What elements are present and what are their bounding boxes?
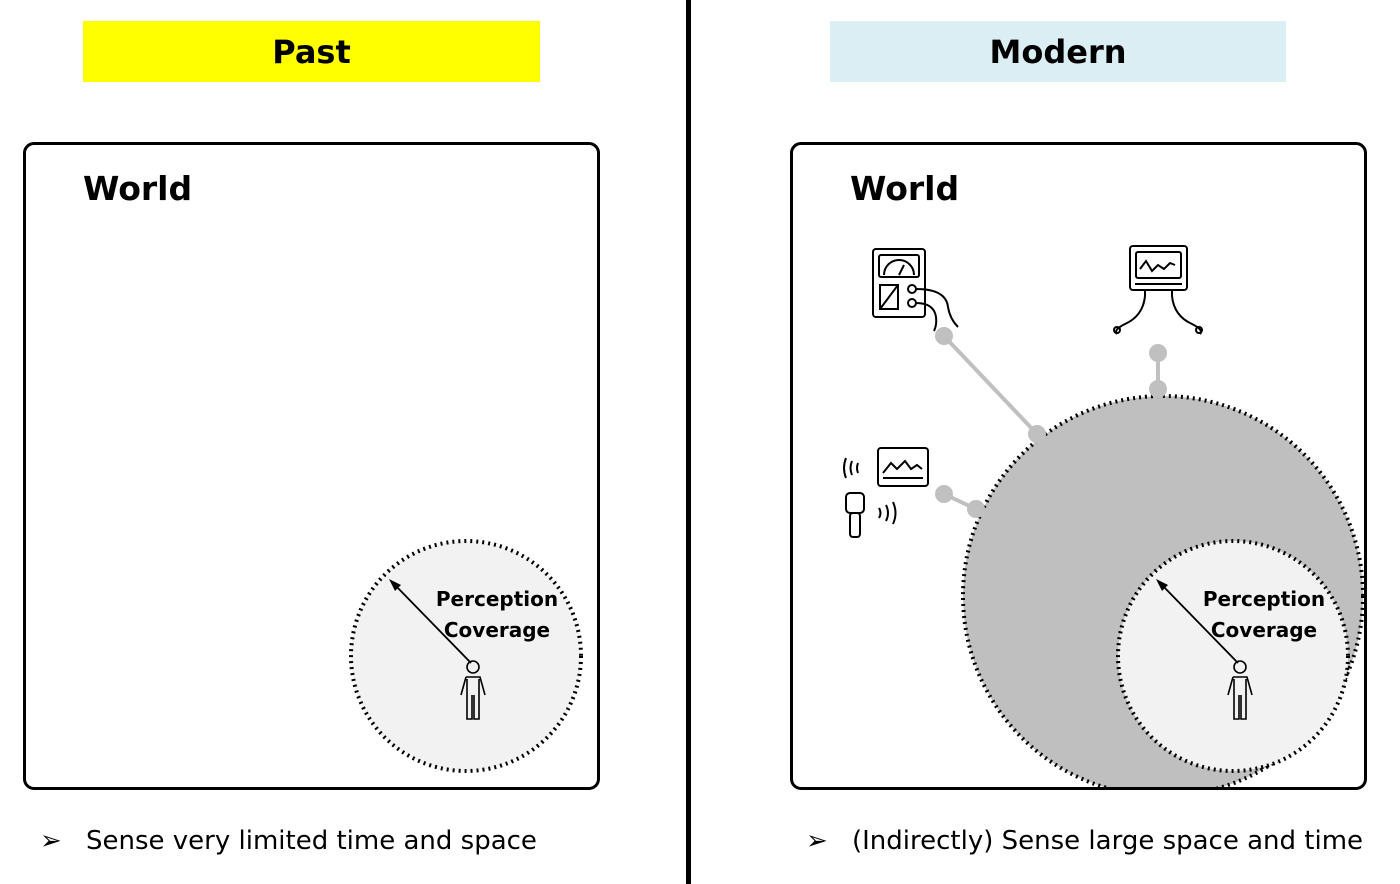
past-coverage-circle (349, 539, 583, 773)
past-banner-label: Past (272, 32, 351, 71)
past-banner: Past (83, 21, 540, 82)
panel-divider (686, 0, 691, 884)
modern-coverage-label-line1: Perception (1203, 587, 1325, 611)
sensor-connectors (935, 327, 1167, 518)
modern-world-title: World (850, 169, 960, 208)
modern-coverage-label-line2: Coverage (1211, 618, 1317, 642)
modern-world-box: Perception Coverage (790, 142, 1367, 790)
modern-bullet: ➢ (Indirectly) Sense large space and tim… (806, 826, 1363, 856)
past-arrow-head (389, 579, 401, 591)
modern-world-diagram: Perception Coverage (843, 245, 1364, 787)
modern-bullet-text: (Indirectly) Sense large space and time (852, 826, 1364, 856)
person-icon (460, 660, 486, 720)
modern-coverage-circle (1116, 539, 1350, 773)
past-world-box: Perception Coverage World (23, 142, 600, 790)
past-world-diagram: Perception Coverage (349, 539, 583, 773)
modern-arrow-head (1156, 579, 1168, 591)
past-coverage-radius-arrow (394, 584, 472, 664)
wireless-sensor-icon (843, 447, 929, 538)
past-world-title: World (83, 169, 193, 208)
multimeter-icon (872, 248, 959, 332)
bullet-arrow-icon: ➢ (806, 826, 828, 856)
oscilloscope-icon (1113, 245, 1203, 335)
bullet-arrow-icon: ➢ (40, 826, 62, 856)
past-bullet: ➢ Sense very limited time and space (40, 826, 537, 856)
modern-coverage-radius-arrow (1161, 584, 1239, 664)
past-coverage-label-line2: Coverage (444, 618, 550, 642)
modern-banner-label: Modern (989, 32, 1127, 71)
modern-banner: Modern (830, 21, 1286, 82)
person-icon (1227, 660, 1253, 720)
past-coverage-label-line1: Perception (436, 587, 558, 611)
past-bullet-text: Sense very limited time and space (86, 826, 537, 856)
